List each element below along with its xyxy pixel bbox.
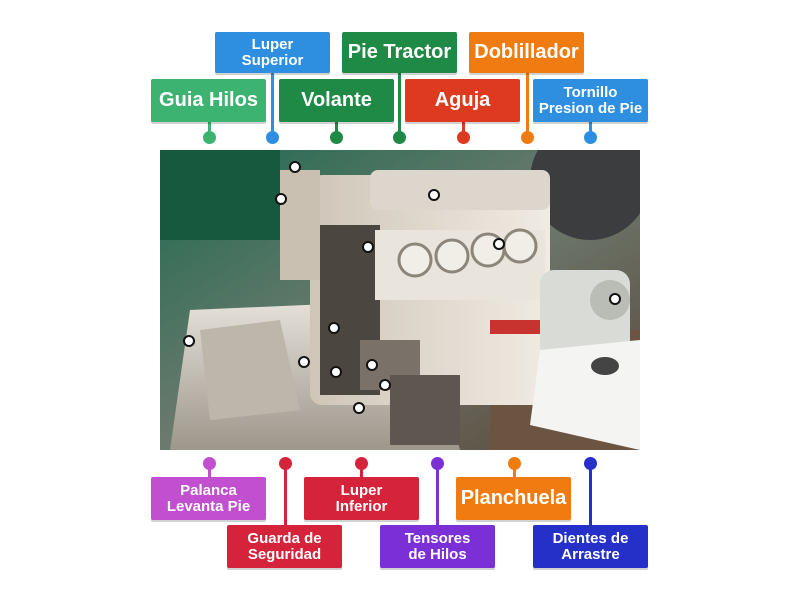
pin-pie-tractor: [393, 131, 406, 144]
label-volante[interactable]: Volante: [279, 79, 394, 122]
pin-aguja: [457, 131, 470, 144]
pin-dientes: [584, 457, 597, 470]
pin-planchuela: [508, 457, 521, 470]
marker-3[interactable]: [428, 189, 440, 201]
marker-10[interactable]: [330, 366, 342, 378]
connector-guia-hilos: [208, 122, 211, 137]
pin-guia-hilos: [203, 131, 216, 144]
label-palanca-text: Palanca Levanta Pie: [166, 481, 251, 515]
marker-2[interactable]: [275, 193, 287, 205]
label-luper-superior-text: Luper Superior: [241, 35, 304, 69]
connector-planchuela: [513, 465, 516, 480]
marker-11[interactable]: [366, 359, 378, 371]
connector-dientes: [589, 465, 592, 527]
marker-4[interactable]: [362, 241, 374, 253]
label-guarda-text: Guarda de Seguridad: [247, 529, 322, 563]
label-luper-inferior[interactable]: Luper Inferior: [304, 477, 419, 520]
pin-doblillador: [521, 131, 534, 144]
connector-luper-inferior: [360, 465, 363, 480]
label-tensores-text: Tensores de Hilos: [404, 529, 471, 563]
label-guarda[interactable]: Guarda de Seguridad: [227, 525, 342, 568]
connector-aguja: [462, 122, 465, 137]
connector-tornillo: [589, 122, 592, 137]
marker-13[interactable]: [353, 402, 365, 414]
pin-tensores: [431, 457, 444, 470]
pin-luper-inferior: [355, 457, 368, 470]
marker-7[interactable]: [183, 335, 195, 347]
connector-guarda: [284, 465, 287, 527]
label-luper-inferior-text: Luper Inferior: [335, 481, 388, 515]
pin-palanca: [203, 457, 216, 470]
pin-guarda: [279, 457, 292, 470]
connector-pie-tractor: [398, 73, 401, 136]
connector-luper-superior: [271, 73, 274, 136]
connector-tensores: [436, 465, 439, 527]
pin-tornillo: [584, 131, 597, 144]
connector-doblillador: [526, 73, 529, 136]
pin-luper-superior: [266, 131, 279, 144]
machine-photo: [160, 150, 640, 450]
label-tensores[interactable]: Tensores de Hilos: [380, 525, 495, 568]
marker-12[interactable]: [379, 379, 391, 391]
label-tornillo-text: Tornillo Presion de Pie: [538, 83, 643, 117]
marker-6[interactable]: [609, 293, 621, 305]
marker-1[interactable]: [289, 161, 301, 173]
marker-8[interactable]: [328, 322, 340, 334]
label-doblillador[interactable]: Doblillador: [469, 32, 584, 73]
overlock-machine-illustration: [160, 150, 640, 450]
marker-9[interactable]: [298, 356, 310, 368]
label-palanca[interactable]: Palanca Levanta Pie: [151, 477, 266, 520]
label-luper-superior[interactable]: Luper Superior: [215, 32, 330, 73]
marker-5[interactable]: [493, 238, 505, 250]
label-tornillo[interactable]: Tornillo Presion de Pie: [533, 79, 648, 122]
label-aguja[interactable]: Aguja: [405, 79, 520, 122]
label-dientes-text: Dientes de Arrastre: [552, 529, 629, 563]
label-dientes[interactable]: Dientes de Arrastre: [533, 525, 648, 568]
connector-volante: [335, 122, 338, 137]
label-planchuela[interactable]: Planchuela: [456, 477, 571, 520]
label-guia-hilos[interactable]: Guia Hilos: [151, 79, 266, 122]
connector-palanca: [208, 465, 211, 480]
label-pie-tractor[interactable]: Pie Tractor: [342, 32, 457, 73]
pin-volante: [330, 131, 343, 144]
